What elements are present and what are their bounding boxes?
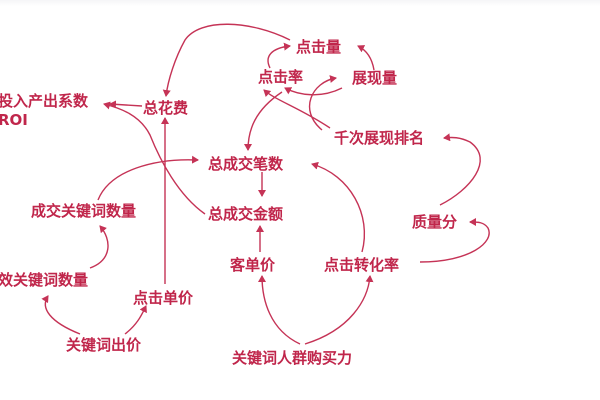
edge-bid-to-valid-keyword-count [41, 295, 81, 335]
node-total-orders: 总成交笔数 [208, 155, 284, 173]
node-quality-score: 质量分 [412, 213, 458, 231]
edge-impressions-to-click-volume [357, 45, 375, 71]
edge-valid-keyword-count-to-deal-keyword-count [89, 225, 109, 269]
edge-conversion-rate-to-total-orders [311, 161, 366, 253]
edge-purchasing-power-to-aov [258, 275, 301, 345]
node-keyword-crowd-purchasing-power: 关键词人群购买力 [232, 349, 353, 367]
node-click-rate: 点击率 [258, 68, 304, 86]
edge-cpm-rank-to-impressions [308, 75, 337, 131]
node-avg-order-value: 客单价 [230, 256, 276, 274]
node-cost-per-click: 点击单价 [133, 289, 194, 307]
edge-click-rate-to-click-volume [267, 42, 291, 69]
edge-conversion-rate-to-quality-score [419, 218, 490, 263]
node-keyword-bid: 关键词出价 [66, 336, 142, 354]
node-click-conversion-rate: 点击转化率 [324, 256, 400, 274]
node-deal-keyword-count: 成交关键词数量 [31, 202, 137, 220]
edge-quality-score-to-cpm-rank [439, 133, 481, 206]
top-edge-strip [0, 0, 600, 6]
edge-total-cost-to-roi [109, 100, 143, 109]
node-total-cost: 总花费 [143, 99, 189, 117]
edge-cpm-rank-to-click-rate [263, 89, 331, 129]
node-roi-line2: ROI [0, 111, 28, 129]
node-click-volume: 点击量 [296, 38, 342, 56]
edge-click-volume-to-total-cost [162, 23, 291, 97]
edge-click-rate-to-total-orders [244, 91, 283, 151]
edge-bid-to-cpc [124, 305, 147, 335]
node-impressions: 展现量 [352, 69, 398, 87]
node-roi-line1: 投入产出系数 [0, 92, 89, 110]
node-valid-keyword-count: 效关键词数量 [0, 271, 89, 289]
edge-deal-keyword-count-to-total-orders [97, 155, 199, 201]
edge-purchasing-power-to-conversion-rate [304, 275, 374, 345]
node-cpm-rank: 千次展现排名 [334, 129, 425, 147]
edge-total-amount-to-roi [103, 101, 206, 215]
node-total-amount: 总成交金额 [208, 205, 284, 223]
